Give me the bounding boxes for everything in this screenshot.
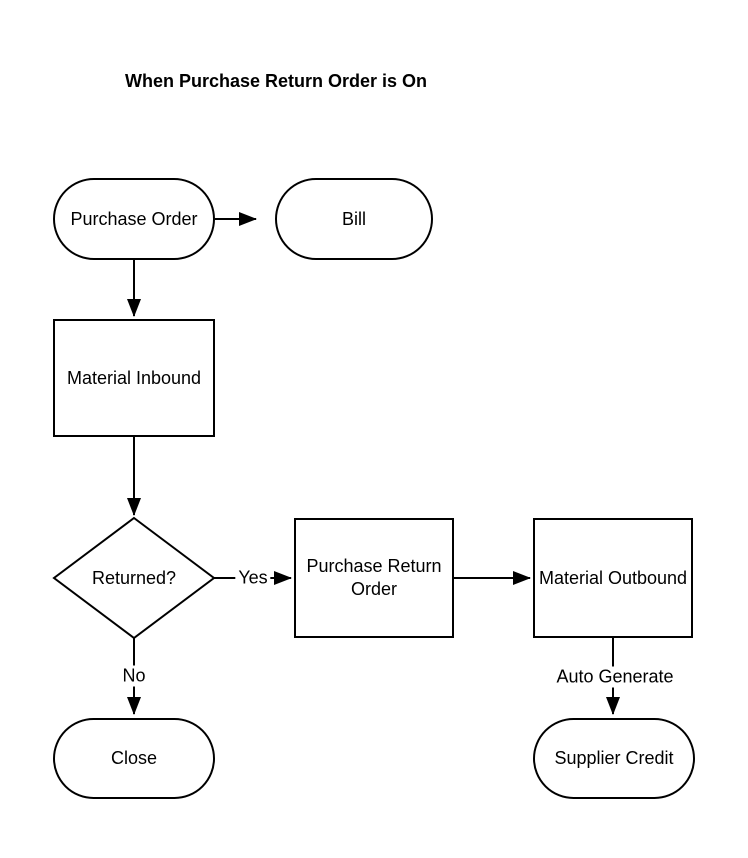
node-close-label: Close: [110, 748, 158, 768]
node-supplier-credit: Supplier Credit: [533, 718, 695, 799]
edge-label-auto-generate: Auto Generate: [553, 666, 677, 688]
node-material-inbound: Material Inbound: [53, 319, 215, 437]
node-bill-label: Bill: [341, 208, 366, 229]
node-purchase-return-order-label: Purchase Return Order: [306, 556, 442, 599]
node-purchase-order: Purchase Order: [53, 178, 215, 260]
node-returned-label: Returned?: [91, 568, 177, 588]
node-material-outbound: Material Outbound: [533, 518, 693, 638]
node-purchase-return-order: Purchase Return Order: [294, 518, 454, 638]
node-close: Close: [53, 718, 215, 799]
node-material-inbound-label: Material Inbound: [66, 367, 202, 388]
node-purchase-order-label: Purchase Order: [70, 208, 198, 229]
edge-label-yes: Yes: [235, 567, 271, 589]
diagram-title: When Purchase Return Order is On: [124, 71, 428, 91]
edge-label-no: No: [119, 665, 149, 687]
node-bill: Bill: [275, 178, 433, 260]
node-returned-decision-diamond: [52, 516, 216, 640]
node-material-outbound-label: Material Outbound: [538, 567, 688, 588]
node-supplier-credit-label: Supplier Credit: [554, 748, 674, 768]
